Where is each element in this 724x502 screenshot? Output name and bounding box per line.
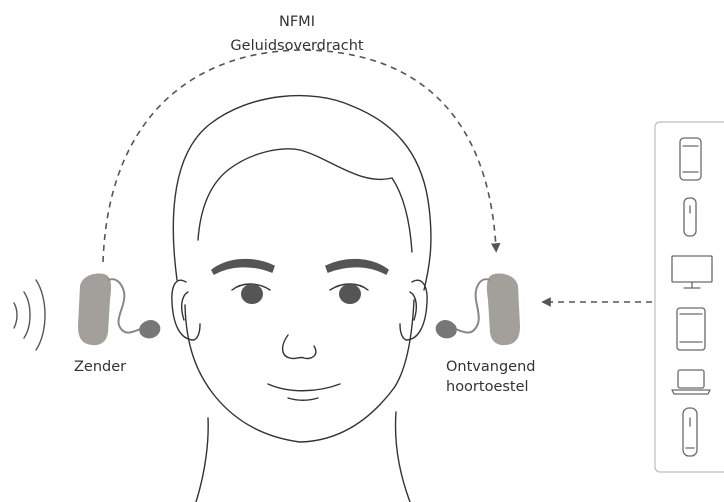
sound-waves-icon	[14, 280, 45, 350]
eyebrow-right	[326, 260, 388, 274]
eye-left	[241, 284, 263, 304]
nose	[283, 335, 316, 359]
head-illustration	[172, 96, 431, 502]
eyebrow-left	[212, 260, 274, 274]
hairline	[198, 149, 412, 252]
eye-right	[339, 284, 361, 304]
neck-left	[196, 418, 208, 502]
ear-left	[172, 280, 200, 340]
face-outline	[185, 300, 414, 442]
hair-outline	[173, 96, 431, 290]
mouth	[268, 384, 340, 391]
sender-hearing-aid-icon	[78, 274, 160, 346]
receiver-hearing-aid-icon	[436, 274, 520, 346]
nfmi-transfer-arc	[103, 50, 496, 262]
neck-right	[396, 412, 410, 502]
